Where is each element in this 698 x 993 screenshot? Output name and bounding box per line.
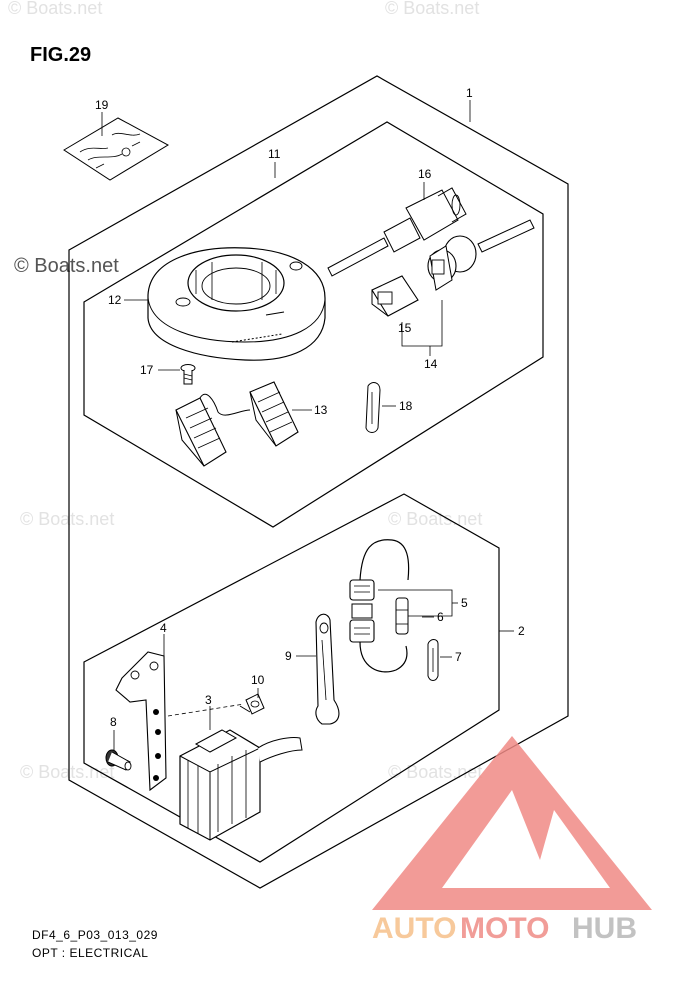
watermark-faint: © Boats.net (385, 0, 479, 18)
part-connector-14 (427, 219, 535, 291)
callout-1: 1 (466, 86, 473, 100)
part-bag-19 (63, 117, 170, 181)
brand-triangle-logo (372, 736, 652, 910)
outline-set-2 (83, 493, 500, 863)
callout-3: 3 (205, 693, 212, 707)
callout-13: 13 (314, 403, 328, 417)
leader-14-bracket (401, 300, 443, 347)
part-strap-9 (315, 613, 340, 725)
figure-code: DF4_6_P03_013_029 (32, 928, 158, 942)
part-connector-16 (327, 187, 467, 277)
callout-8: 8 (110, 715, 117, 729)
brand-text-auto: AUTO (372, 912, 456, 945)
callout-7: 7 (455, 650, 462, 664)
callout-10: 10 (251, 673, 265, 687)
part-fuse-6 (395, 597, 409, 635)
watermark-boats-net: © Boats.net (14, 255, 119, 277)
watermark-faint: © Boats.net (8, 0, 102, 18)
callout-15: 15 (398, 321, 412, 335)
callout-12: 12 (108, 293, 122, 307)
callout-11: 11 (268, 147, 281, 161)
callout-14: 14 (424, 357, 438, 371)
figure-subtitle: OPT : ELECTRICAL (32, 946, 149, 960)
part-stud-8 (105, 749, 132, 771)
part-screw-17 (180, 364, 196, 385)
part-fuse-holder-5 (349, 539, 410, 673)
callout-4: 4 (160, 621, 167, 635)
callout-16: 16 (418, 167, 432, 181)
brand-watermark: AUTO MOTO HUB (372, 736, 652, 945)
leader-mount-dashed (167, 703, 245, 717)
callout-2: 2 (518, 624, 525, 638)
part-coil-13 (175, 381, 299, 467)
watermark-faint: © Boats.net (388, 509, 482, 529)
part-clamp-7 (427, 639, 439, 681)
outline-set-11 (83, 121, 544, 528)
part-bolt-10 (239, 693, 265, 715)
callout-6: 6 (437, 610, 444, 624)
callout-18: 18 (399, 399, 413, 413)
brand-text-moto: MOTO (460, 912, 549, 945)
callout-5: 5 (461, 596, 468, 610)
part-stator-coil-12 (147, 247, 326, 361)
brand-text-hub: HUB (572, 912, 637, 945)
part-connector-15 (371, 275, 419, 317)
part-bracket-4 (115, 651, 167, 792)
outline-set-1 (68, 75, 569, 889)
figure-title: FIG.29 (30, 44, 92, 66)
callout-17: 17 (140, 363, 154, 377)
watermark-faint: © Boats.net (20, 509, 114, 529)
part-rectifier-3 (179, 729, 303, 841)
callout-9: 9 (285, 649, 292, 663)
callout-19: 19 (95, 98, 109, 112)
part-clamp-18 (365, 382, 381, 433)
